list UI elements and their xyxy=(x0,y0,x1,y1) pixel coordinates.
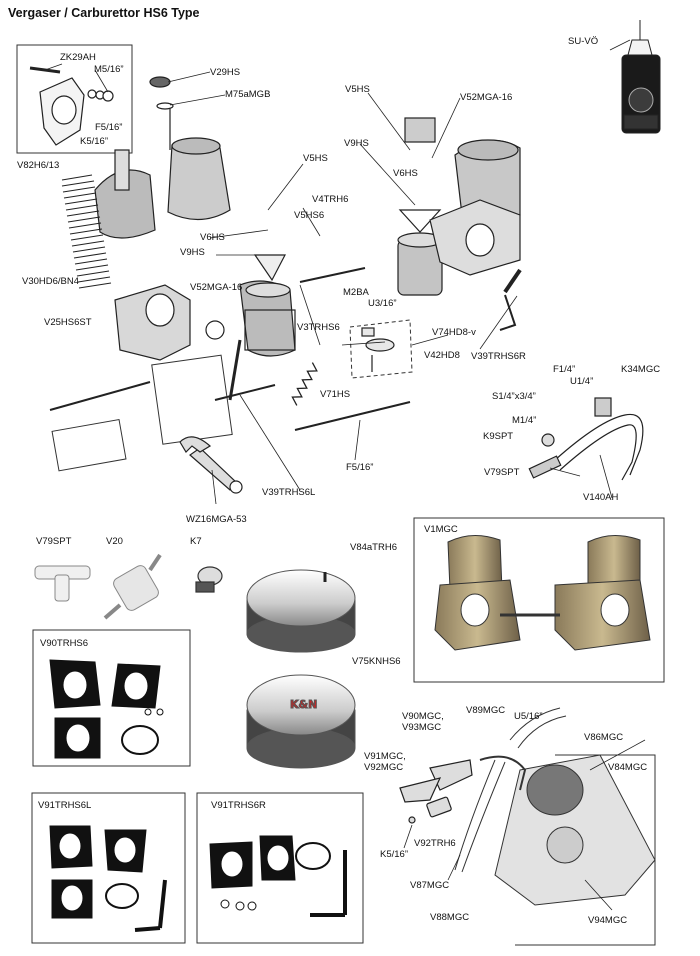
label-f5-16-b: F5/16” xyxy=(346,462,374,473)
return-spring xyxy=(291,362,318,406)
label-m75amgb: M75aMGB xyxy=(225,89,271,100)
air-cleaner-frame xyxy=(515,754,656,946)
label-u5-16: U5/16” xyxy=(514,711,543,722)
flange-inset-frame xyxy=(16,44,133,154)
page-title: Vergaser / Carburettor HS6 Type xyxy=(8,6,200,20)
linkage-part xyxy=(361,327,395,372)
label-m1-4: M1/4” xyxy=(512,415,537,426)
label-v74hd8: V74HD8-v xyxy=(432,327,476,338)
label-v30hd6: V30HD6/BN4 xyxy=(22,276,80,287)
label-v6hs-a: V6HS xyxy=(393,168,418,179)
label-k9spt: K9SPT xyxy=(483,431,514,442)
label-u1-4: U1/4” xyxy=(570,376,594,387)
label-v140ah: V140AH xyxy=(583,492,619,503)
label-v20: V20 xyxy=(106,536,123,547)
label-v52mga16-b: V52MGA-16 xyxy=(190,282,243,293)
fuel-pipe xyxy=(528,397,644,481)
label-v29hs: V29HS xyxy=(210,67,241,78)
dashpot-left xyxy=(94,76,231,239)
spring-part xyxy=(61,174,112,289)
air-cleaner-brackets xyxy=(399,759,473,824)
label-zk29ah: ZK29AH xyxy=(60,52,96,63)
throttle-shafts xyxy=(49,267,522,431)
label-v9hs-a: V9HS xyxy=(344,138,369,149)
label-v1mgc: V1MGC xyxy=(424,524,458,535)
label-k7: K7 xyxy=(190,536,202,547)
gasket-kit-v90-frame xyxy=(32,629,191,767)
label-v5hs-b: V5HS xyxy=(303,153,328,164)
label-v91trhs6r: V91TRHS6R xyxy=(211,800,266,811)
label-v92trh6: V92TRH6 xyxy=(414,838,456,849)
label-v71hs: V71HS xyxy=(320,389,351,400)
label-k5-16-a: K5/16” xyxy=(80,136,108,147)
label-v5hs6: V5HS6 xyxy=(294,210,325,221)
label-v82h6-13: V82H6/13 xyxy=(17,160,60,171)
flange-part xyxy=(29,66,114,146)
label-v91trhs6l: V91TRHS6L xyxy=(38,800,92,811)
gasket-kit-right xyxy=(209,835,347,917)
t-piece-part xyxy=(34,565,91,602)
linkage-detail-frame xyxy=(349,319,413,379)
label-v75knhs6: V75KNHS6 xyxy=(352,656,401,667)
label-s1-4x3-4: S1/4”x3/4” xyxy=(492,391,536,402)
label-v25hs6st: V25HS6ST xyxy=(44,317,92,328)
label-v5hs-a: V5HS xyxy=(345,84,370,95)
label-su-vo: SU-VÖ xyxy=(568,36,599,47)
spanner-part xyxy=(179,436,243,494)
leader-lines xyxy=(44,39,646,911)
svg-text:K&N: K&N xyxy=(290,698,317,711)
gasket-kit-right-frame xyxy=(196,792,364,944)
air-filter-upper xyxy=(246,569,356,653)
label-f1-4: F1/4” xyxy=(553,364,576,375)
gasket-kit-left-frame xyxy=(31,792,186,944)
inline-filter-part xyxy=(103,553,162,620)
label-f5-16-a: F5/16” xyxy=(95,122,123,133)
label-v84atrh6: V84aTRH6 xyxy=(350,542,397,553)
label-v42hd8: V42HD8 xyxy=(424,350,460,361)
label-v84mgc: V84MGC xyxy=(608,762,648,773)
label-u3-16: U3/16” xyxy=(368,298,397,309)
label-v79spt-a: V79SPT xyxy=(484,467,520,478)
label-v89mgc: V89MGC xyxy=(466,705,506,716)
label-v6hs-b: V6HS xyxy=(200,232,225,243)
gasket-kit-left xyxy=(49,825,167,932)
air-cleaner-assembly xyxy=(479,754,656,946)
label-v39trhs6r: V39TRHS6R xyxy=(471,351,526,362)
label-v9hs-b: V9HS xyxy=(180,247,205,258)
gasket-kit-v90 xyxy=(49,659,164,759)
label-wz16mga53: WZ16MGA-53 xyxy=(186,514,247,525)
label-v4trh6: V4TRH6 xyxy=(312,194,349,205)
label-v87mgc: V87MGC xyxy=(410,880,450,891)
label-v79spt-b: V79SPT xyxy=(36,536,72,547)
label-m5-16: M5/16” xyxy=(94,64,124,75)
label-v39trhs6l: V39TRHS6L xyxy=(262,487,316,498)
jet-parts-frame xyxy=(51,418,127,472)
hose-clamp-part xyxy=(195,566,223,593)
label-v86mgc: V86MGC xyxy=(584,732,624,743)
label-v94mgc: V94MGC xyxy=(588,915,628,926)
label-m2ba: M2BA xyxy=(343,287,369,298)
label-k5-16-b: K5/16” xyxy=(380,849,408,860)
label-k34mgc: K34MGC xyxy=(621,364,661,375)
label-v52mga16-a: V52MGA-16 xyxy=(460,92,513,103)
label-v91mgc: V91MGC, V92MGC xyxy=(364,751,406,773)
label-v88mgc: V88MGC xyxy=(430,912,470,923)
carb-pair-photo xyxy=(434,535,651,651)
label-v90trhs6: V90TRHS6 xyxy=(40,638,89,649)
carb-body-left xyxy=(114,254,296,361)
label-v3trhs6: V3TRHS6 xyxy=(297,322,340,333)
carb-body-right xyxy=(404,117,521,276)
oil-bottle xyxy=(621,20,661,134)
float-bowl-left xyxy=(397,209,443,296)
air-filter-lower: K&N xyxy=(246,674,356,769)
label-v90mgc: V90MGC, V93MGC xyxy=(402,711,444,733)
